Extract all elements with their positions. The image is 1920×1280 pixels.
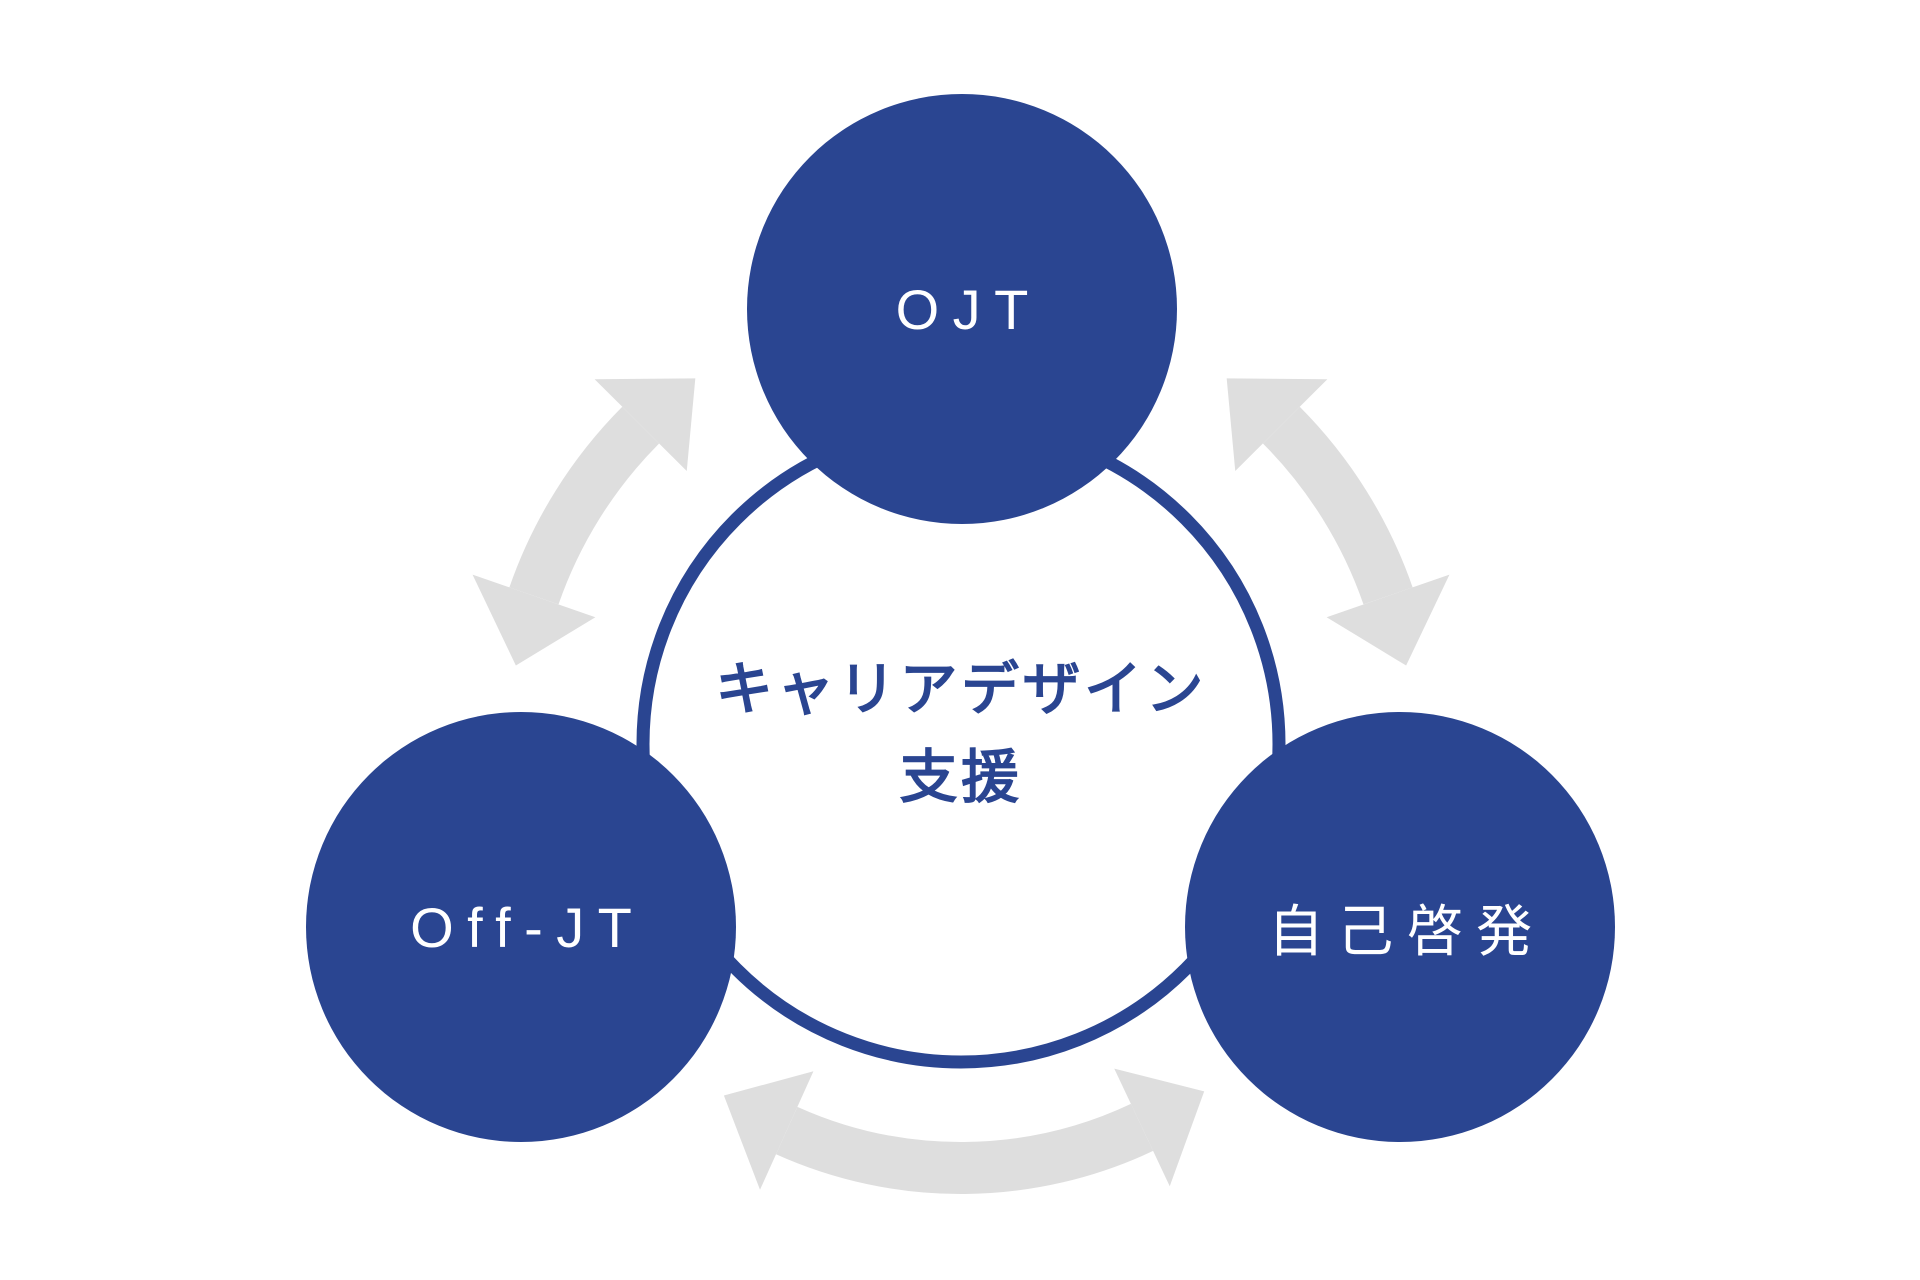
- node-self-development-label: 自己啓発: [1267, 899, 1546, 963]
- diagram-center-title: キャリアデザイン 支援: [611, 646, 1311, 822]
- node-off-jt-label: Off-JT: [410, 895, 646, 959]
- node-self-development: 自己啓発: [1185, 712, 1615, 1142]
- node-off-jt: Off-JT: [306, 712, 736, 1142]
- arrow-ojt-offjt: [472, 378, 696, 666]
- center-title-line1: キャリアデザイン: [715, 657, 1207, 722]
- arrow-offjt-selfdev: [723, 1068, 1205, 1194]
- center-title-line2: 支援: [899, 745, 1023, 810]
- node-ojt-label: OJT: [895, 277, 1042, 341]
- node-ojt: OJT: [747, 94, 1177, 524]
- arrow-ojt-selfdev: [1226, 378, 1450, 666]
